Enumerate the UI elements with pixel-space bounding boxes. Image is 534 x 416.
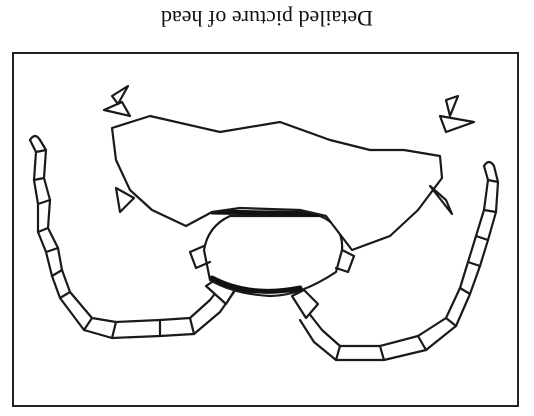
clypeus-segment bbox=[190, 212, 354, 296]
